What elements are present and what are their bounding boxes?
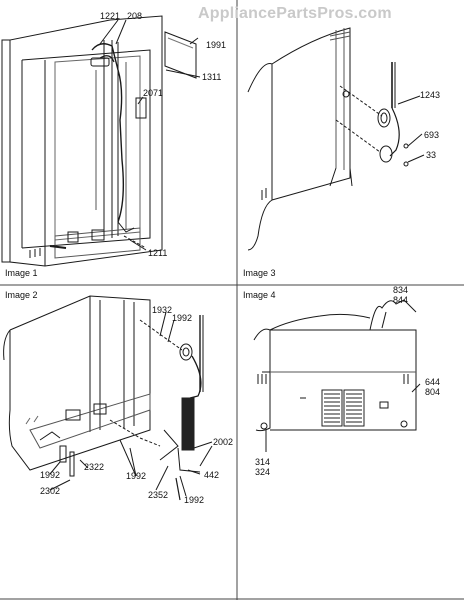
panel-title: Image 3	[243, 268, 276, 278]
callout-2322: 2322	[84, 462, 105, 472]
callout-33: 33	[426, 150, 437, 160]
callout-1311: 1311	[202, 72, 222, 82]
image2-drawing	[4, 296, 212, 500]
image1-drawing	[2, 16, 200, 266]
callout-1992-mid: 1992	[126, 471, 147, 481]
callout-208: 208	[127, 11, 143, 21]
watermark-text: AppliancePartsPros.com	[198, 5, 392, 22]
panel-title: Image 2	[5, 290, 38, 300]
callout-1932: 1932	[152, 305, 173, 315]
image3-drawing	[248, 28, 424, 250]
panel-title: Image 1	[5, 268, 38, 278]
callout-2002: 2002	[213, 437, 234, 447]
callout-693: 693	[424, 130, 440, 140]
callout-2352: 2352	[148, 490, 169, 500]
image4-drawing	[254, 300, 420, 452]
callout-2302: 2302	[40, 486, 61, 496]
callout-314-324: 314 324	[255, 457, 271, 477]
panel-title: Image 4	[243, 290, 276, 300]
callout-442: 442	[204, 470, 220, 480]
callout-1992-bottom: 1992	[184, 495, 205, 505]
callout-2071: 2071	[143, 88, 164, 98]
callout-1992-top: 1992	[172, 313, 193, 323]
callout-1211: 1211	[148, 248, 168, 258]
callout-1992-left: 1992	[40, 470, 61, 480]
callout-1991: 1991	[206, 40, 227, 50]
callout-1221: 1221	[100, 11, 121, 21]
callout-644-804: 644 804	[425, 377, 441, 397]
callout-834-844: 834 844	[393, 285, 409, 305]
callout-1243: 1243	[420, 90, 441, 100]
